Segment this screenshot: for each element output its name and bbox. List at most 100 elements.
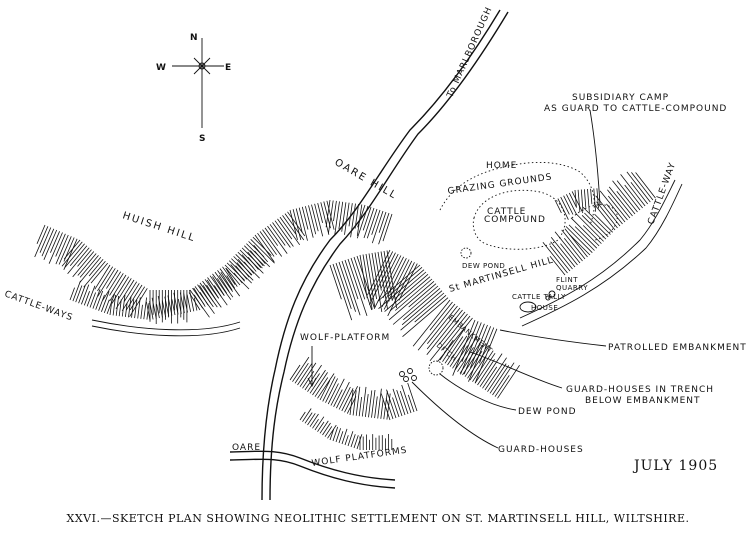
label-dew-pond-south: DEW POND: [518, 407, 577, 417]
hachure-stroke: [327, 383, 339, 405]
hachure-stroke: [542, 241, 568, 274]
hachure-stroke: [243, 261, 255, 274]
hachure-stroke: [581, 215, 607, 240]
hachure-stroke: [177, 298, 182, 314]
hachure-stroke: [334, 201, 340, 235]
hachure-stroke: [353, 435, 359, 449]
hachure-stroke: [338, 201, 344, 229]
cattle-tally-house: [519, 301, 537, 313]
hachure-stroke: [324, 426, 333, 437]
hachure-stroke: [304, 412, 313, 424]
hachure-stroke: [392, 388, 403, 417]
label-guard-houses-trench-2: BELOW EMBANKMENT: [585, 396, 701, 406]
hachure-stroke: [590, 188, 593, 205]
hachure-stroke: [298, 207, 308, 241]
hachure-stroke: [206, 284, 217, 301]
hachure-stroke: [78, 285, 86, 304]
hachure-stroke: [350, 257, 366, 300]
hachure-stroke: [377, 388, 382, 419]
hachure-stroke: [106, 293, 115, 315]
hachure-stroke: [128, 296, 132, 318]
hachure-stroke: [43, 229, 58, 260]
hachure-stroke: [123, 281, 138, 302]
hachure-stroke: [157, 295, 163, 318]
hachure-stroke: [560, 196, 570, 215]
label-home: HOME: [486, 161, 517, 171]
hachure-stroke: [365, 253, 376, 308]
hachure-stroke: [380, 253, 399, 289]
hachure-stroke: [371, 210, 384, 244]
hachure-stroke: [264, 227, 279, 246]
hachure-stroke: [307, 413, 316, 426]
hachure-stroke: [612, 180, 638, 213]
hachure-stroke: [571, 191, 584, 214]
hachure-stroke: [367, 249, 391, 296]
hachure-stroke: [327, 424, 337, 439]
hachure-stroke: [616, 191, 636, 215]
hachure-stroke: [249, 250, 264, 267]
hachure-stroke: [295, 208, 303, 233]
hachure-stroke: [386, 389, 397, 419]
hachure-stroke: [319, 380, 331, 401]
hachure-stroke: [252, 236, 272, 256]
hachure-stroke: [98, 294, 105, 311]
hachure-stroke: [606, 203, 623, 225]
hachure-stroke: [279, 216, 301, 246]
hachure-stroke: [167, 295, 173, 316]
label-dew-pond-north: DEW POND: [462, 262, 505, 270]
hachure-stroke: [267, 225, 288, 254]
hachure-stroke: [624, 184, 643, 209]
hachure-stroke: [457, 347, 474, 372]
hachure-stroke: [341, 388, 354, 412]
hachure-stroke: [336, 381, 350, 409]
hachure-stroke: [333, 200, 337, 222]
hachure-stroke: [202, 280, 222, 308]
hachure-stroke: [63, 238, 78, 270]
hachure-stroke: [599, 190, 626, 223]
hachure-stroke: [607, 195, 628, 221]
hachure-stroke: [378, 269, 425, 310]
cattle-way-east-2: [521, 183, 683, 327]
hachure-stroke: [111, 276, 130, 304]
hachure-stroke: [274, 220, 294, 247]
hachure-stroke: [388, 266, 423, 297]
hachure-stroke: [117, 278, 132, 300]
hachure-stroke: [323, 201, 331, 229]
hachure-stroke: [407, 394, 415, 413]
hachure-stroke: [380, 393, 391, 421]
hachure-stroke: [254, 250, 266, 265]
hachure-stroke: [112, 295, 116, 316]
hachure-stroke: [401, 290, 443, 326]
hachure-stroke: [193, 297, 198, 311]
hachure-stroke: [333, 389, 343, 407]
map-caption: XXVI.—SKETCH PLAN SHOWING NEOLITHIC SETT…: [66, 512, 690, 525]
hachure-stroke: [560, 243, 578, 266]
hachure-stroke: [452, 345, 469, 369]
hachure-stroke: [568, 224, 595, 251]
hachure-stroke: [344, 259, 359, 300]
pointer-guard-houses-trench: [469, 351, 563, 389]
hachure-stroke: [344, 435, 349, 446]
hachure-stroke: [449, 334, 472, 367]
hachure-stroke: [237, 259, 252, 276]
hachure-stroke: [341, 428, 348, 445]
hachure-stroke: [312, 372, 328, 396]
hachure-stroke: [356, 255, 375, 308]
hachure-stroke: [550, 236, 576, 268]
label-subsidiary-camp-2: AS GUARD TO CATTLE-COMPOUND: [544, 104, 727, 114]
label-oare: OARE: [232, 443, 261, 453]
hachure-stroke: [118, 299, 122, 317]
hachure-stroke: [299, 411, 306, 421]
hachure-stroke: [401, 384, 412, 414]
hachure-stroke: [222, 266, 236, 285]
hachure-stroke: [417, 303, 456, 351]
hachure-stroke: [341, 260, 361, 316]
hachure-stroke: [382, 256, 404, 299]
hachure-stroke: [574, 226, 598, 249]
hachure-stroke: [584, 189, 587, 208]
guard-houses: [399, 368, 417, 382]
hachure-stroke: [220, 271, 233, 291]
hachure-stroke: [41, 228, 55, 257]
hachure-stroke: [304, 364, 322, 391]
hachure-stroke: [338, 431, 344, 444]
